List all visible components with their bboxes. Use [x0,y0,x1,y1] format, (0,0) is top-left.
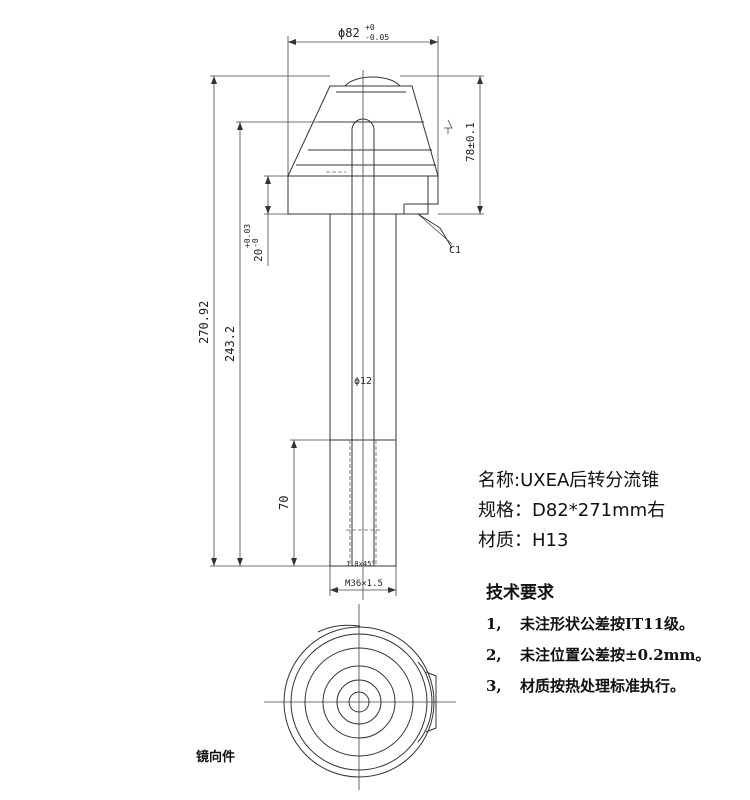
technical-requirements: 技术要求 1, 未注形状公差按IT11级。 2, 未注位置公差按±0.2mm。 3,… [486,578,710,702]
mirror-part-label: 镜向件 [196,750,236,765]
top-diameter-dimension: ϕ82 +0 -0.05 [287,23,439,178]
head-height-dimension: 78±0.1 [400,75,484,215]
tech-item-text: 材质按热处理标准执行。 [520,677,686,695]
flange [287,175,453,249]
head-height-label: 78±0.1 [464,122,477,162]
tech-item: 3, 材质按热处理标准执行。 [486,671,710,702]
flange-label: 20 [252,249,265,262]
flange-dimension: 20 +0.03 -0 [243,175,288,266]
total-length-dimension: 270.92 [197,75,330,567]
bore-diameter-label: ϕ12 [354,376,372,387]
tech-item-num: 2, [486,646,502,664]
spec-name: 名称:UXEA后转分流锥 [478,470,660,491]
flange-tol-lower: -0 [251,238,260,248]
tech-item: 2, 未注位置公差按±0.2mm。 [486,640,710,671]
bottom-view [264,604,456,790]
tech-item-num: 1, [486,615,502,633]
thread-length-dimension: 70 [277,439,330,566]
thread-spec-label: M36×1.5 [345,579,383,589]
total-length-label: 270.92 [197,301,211,344]
thread-length-label: 70 [277,496,291,510]
spec-block: 名称:UXEA后转分流锥 规格：D82*271mm右 材质：H13 [478,466,665,556]
chamfer-label: C1 [449,245,461,256]
chamfer-leader: C1 [417,213,461,256]
top-diameter-label: ϕ82 [338,26,360,40]
top-diameter-tol-lower: -0.05 [365,33,389,42]
tech-item-text: 未注形状公差按IT11级。 [520,615,695,633]
top-diameter-tol-upper: +0 [365,23,375,32]
tech-item-num: 3, [486,677,502,695]
spec-size: 规格：D82*271mm右 [478,500,666,521]
shaft-length-label: 243.2 [223,326,237,362]
shaft-length-dimension: 243.2 [223,121,352,566]
thread-callout: 1.8x45° [346,560,376,568]
flange-tol-upper: +0.03 [243,224,252,248]
thread-spec-dimension: M36×1.5 [329,566,397,596]
spec-material: 材质：H13 [478,530,569,551]
bore: ϕ12 1.8x45° [346,70,376,600]
tech-title: 技术要求 [486,583,554,603]
tech-item-text: 未注位置公差按±0.2mm。 [520,646,711,664]
tech-item: 1, 未注形状公差按IT11级。 [486,609,710,640]
